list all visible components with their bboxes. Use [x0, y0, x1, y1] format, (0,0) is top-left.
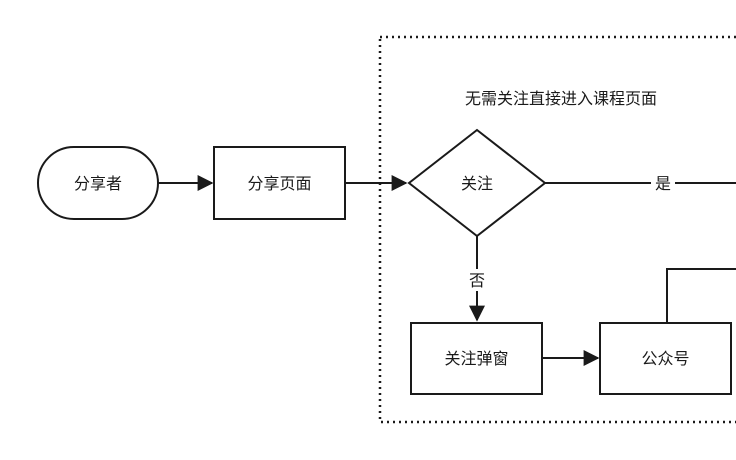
follow-decision-label: 关注: [461, 174, 493, 193]
no-label: 否: [469, 271, 485, 290]
dotted-container: [378, 35, 736, 424]
share-page-label: 分享页面: [247, 174, 311, 193]
sharer-label: 分享者: [74, 174, 122, 193]
container-title: 无需关注直接进入课程页面: [465, 89, 657, 108]
official-account-label: 公众号: [641, 349, 689, 368]
yes-label: 是: [655, 174, 671, 193]
yes-label-bg: [651, 172, 675, 194]
official-account-node: [599, 322, 732, 395]
edge-official-account-out: [666, 268, 736, 323]
no-label-bg: [465, 269, 489, 291]
follow-popup-label: 关注弹窗: [444, 349, 508, 368]
share-page-node: [213, 146, 346, 220]
